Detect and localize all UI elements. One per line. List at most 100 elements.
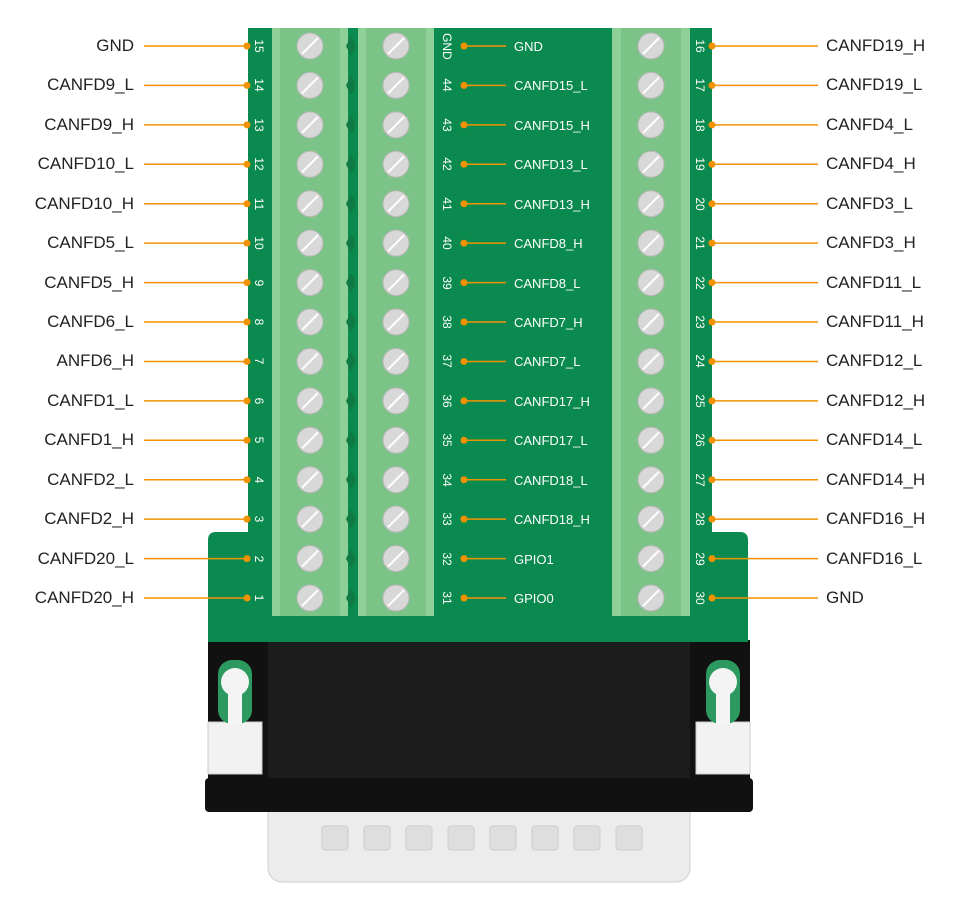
left-signal-label: GND [96,36,134,55]
left-pin-number: 14 [252,78,266,93]
connector-hood [268,640,690,778]
middle-pin-number: 37 [440,354,454,369]
right-signal-label: CANFD12_L [826,351,923,371]
screw-slot [642,195,660,213]
connector-pin-slot [615,825,643,851]
left-signal-label: CANFD10_L [37,154,134,174]
connector-pin-slot [573,825,601,851]
middle-pin-dot [460,436,468,444]
screw-slot [387,37,405,55]
screw-slot [387,76,405,95]
middle-pin-number: 38 [440,315,454,329]
middle-pin-dot [460,357,468,365]
middle-pin-dot [460,81,468,89]
divider-notch [346,114,356,135]
divider-notch [346,154,356,175]
divider-notch [346,36,356,56]
right-jackscrew-head [709,668,737,696]
screw-slot [642,76,660,95]
divider-notch [346,75,356,96]
right-pin-dot [708,121,716,129]
middle-signal-label: CANFD15_L [514,78,588,94]
middle-signal-label: CANFD17_H [514,393,590,409]
middle-pin-dot [460,42,468,50]
divider-notch [346,233,356,254]
middle-signal-label: GPIO1 [514,551,554,567]
middle-pin-number: 31 [440,591,454,605]
screw-slot [387,313,405,331]
middle-pin-number: 33 [440,512,454,526]
screw-slot [387,589,405,607]
divider-notch [346,193,356,214]
middle-pin-dot [460,239,468,247]
screw-slot [301,589,319,607]
left-pin-dot [243,515,251,523]
right-pin-number: 19 [693,157,707,171]
left-signal-label: CANFD5_H [44,272,134,292]
right-pin-dot [708,397,716,405]
left-pin-dot [243,397,251,405]
left-pin-number: 1 [252,594,266,602]
middle-pin-number: 34 [440,473,454,487]
screw-slot [301,471,319,489]
screw-slot [301,234,319,252]
middle-signal-label: CANFD7_H [514,315,583,330]
right-pin-number: 29 [693,551,707,566]
screw-slot [387,510,405,528]
left-signal-label: ANFD6_H [56,351,134,371]
right-pin-number: 20 [693,197,707,211]
screw-slot [301,195,319,213]
left-pin-dot [243,436,251,444]
left-pin-dot [243,81,251,89]
screw-slot [642,37,660,55]
divider-notch [346,390,356,411]
screw-slot [301,273,319,292]
left-pin-number: 4 [252,476,266,484]
right-pin-dot [708,318,716,326]
screw-slot [387,116,405,134]
middle-pin-dot [460,594,468,602]
right-signal-label: CANFD16_H [826,509,926,529]
screw-slot [642,431,660,450]
left-pin-number: 6 [252,397,266,405]
right-pin-dot [708,81,716,89]
left-pin-dot [243,318,251,326]
right-signal-label: CANFD19_H [826,36,926,55]
middle-signal-label: CANFD15_H [514,117,590,133]
left-pin-number: 5 [252,436,266,444]
middle-signal-label: GPIO0 [514,591,554,607]
middle-signal-label: CANFD18_L [514,472,588,488]
divider-notch [346,588,356,609]
middle-signal-label: GND [514,39,543,54]
right-pin-number: 26 [693,433,707,447]
screw-slot [301,76,319,95]
screw-slot [642,510,660,528]
right-pin-number: 27 [693,473,707,487]
right-pin-number: 22 [693,275,707,290]
left-pin-dot [243,160,251,168]
middle-pin-dot [460,160,468,168]
right-pin-dot [708,515,716,523]
middle-pin-number: 43 [440,118,454,132]
right-pin-number: 23 [693,315,707,329]
screw-slot [301,549,319,568]
screw-slot [301,313,319,331]
divider-notch [346,312,356,333]
left-pin-dot [243,239,251,247]
left-pin-dot [243,594,251,602]
divider-notch [346,430,356,451]
screw-slot [387,471,405,489]
middle-signal-label: CANFD18_H [514,512,590,528]
screw-slot [387,392,405,410]
left-pin-dot [243,279,251,287]
left-jackscrew-base [207,721,263,775]
middle-pin-dot [460,318,468,326]
left-signal-label: CANFD10_H [34,193,134,213]
middle-pin-dot [460,555,468,563]
middle-pin-number: 41 [440,197,454,211]
left-pin-number: 2 [252,555,266,562]
right-pin-number: 30 [693,591,707,605]
left-jackscrew-shaft [228,690,242,724]
divider-notch [346,548,356,569]
